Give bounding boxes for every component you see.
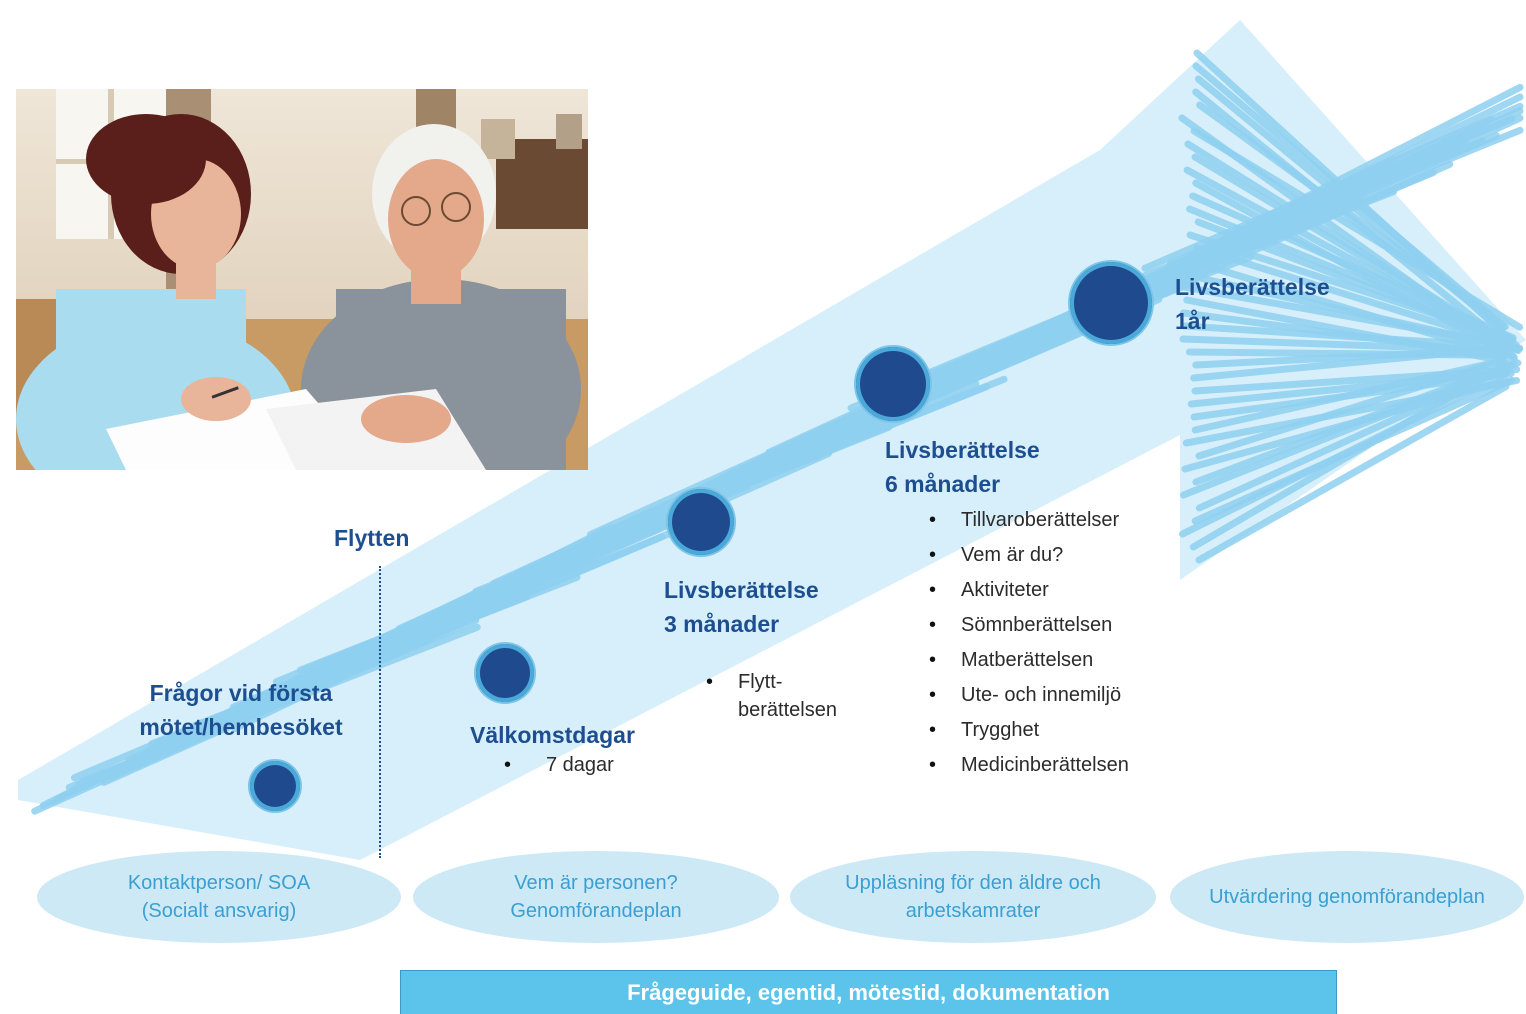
bottom-banner: Frågeguide, egentid, mötestid, dokumenta… xyxy=(400,970,1337,1014)
scribble-stroke xyxy=(1187,368,1510,408)
scribble-stroke xyxy=(1183,296,1506,365)
list-item: Ute- och innemiljö xyxy=(925,678,1225,713)
scribble-stroke xyxy=(1195,382,1510,564)
list-item: Flytt- berättelsen xyxy=(702,668,922,724)
caregiver-and-elderly-man-photo xyxy=(16,89,588,470)
milestone-title-1-year: Livsberättelse 1år xyxy=(1175,274,1330,334)
list-item: Sömnberättelsen xyxy=(925,608,1225,643)
list-item: Trygghet xyxy=(925,713,1225,748)
scribble-stroke xyxy=(1190,369,1515,421)
milestone-dot-welcome-days xyxy=(476,644,534,702)
list-item: Tillvaroberättelser xyxy=(925,503,1225,538)
pill-evaluation-plan: Utvärdering genomförandeplan xyxy=(1170,851,1524,943)
milestone-title-welcome-days: Välkomstdagar xyxy=(470,722,635,748)
divider-label: Flytten xyxy=(334,525,410,551)
caregiver-photo xyxy=(16,89,588,470)
scribble-stroke xyxy=(1192,179,1518,361)
pill-contact-person: Kontaktperson/ SOA (Socialt ansvarig) xyxy=(37,851,401,943)
scribble-stroke xyxy=(1193,49,1520,349)
scribble-stroke xyxy=(1187,83,1524,260)
scribble-stroke xyxy=(1191,365,1521,395)
milestone-dot-3-months xyxy=(668,489,734,555)
list-item: Vem är du? xyxy=(925,538,1225,573)
scribble-stroke xyxy=(1186,257,1506,359)
milestone-dot-6-months xyxy=(856,347,930,421)
milestone-title-3-months: Livsberättelse 3 månader xyxy=(664,577,819,637)
milestone-list-6-months: Tillvaroberättelser Vem är du? Aktivitet… xyxy=(925,503,1225,783)
pill-reading-aloud: Uppläsning för den äldre och arbetskamra… xyxy=(790,851,1156,943)
milestone-list-welcome-days: 7 dagar xyxy=(500,748,700,783)
scribble-stroke xyxy=(1178,114,1517,359)
scribble-stroke xyxy=(1192,88,1510,348)
list-item: Medicinberättelsen xyxy=(925,748,1225,783)
pill-who-is-the-person: Vem är personen? Genomförandeplan xyxy=(413,851,779,943)
scribble-stroke xyxy=(317,517,703,685)
list-item: 7 dagar xyxy=(500,748,700,783)
milestone-list-3-months: Flytt- berättelsen xyxy=(702,640,922,752)
moving-divider-line xyxy=(379,566,381,858)
scribble-stroke xyxy=(1182,377,1521,447)
list-item: Aktiviteter xyxy=(925,573,1225,608)
scribble-stroke xyxy=(1191,376,1516,525)
milestone-dot-first-meeting xyxy=(250,761,300,811)
list-item: Matberättelsen xyxy=(925,643,1225,678)
milestone-title-first-meeting: Frågor vid första mötet/hembesöket xyxy=(139,680,343,740)
milestone-title-6-months: Livsberättelse 6 månader xyxy=(885,437,1040,497)
milestone-dot-1-year xyxy=(1070,262,1152,344)
